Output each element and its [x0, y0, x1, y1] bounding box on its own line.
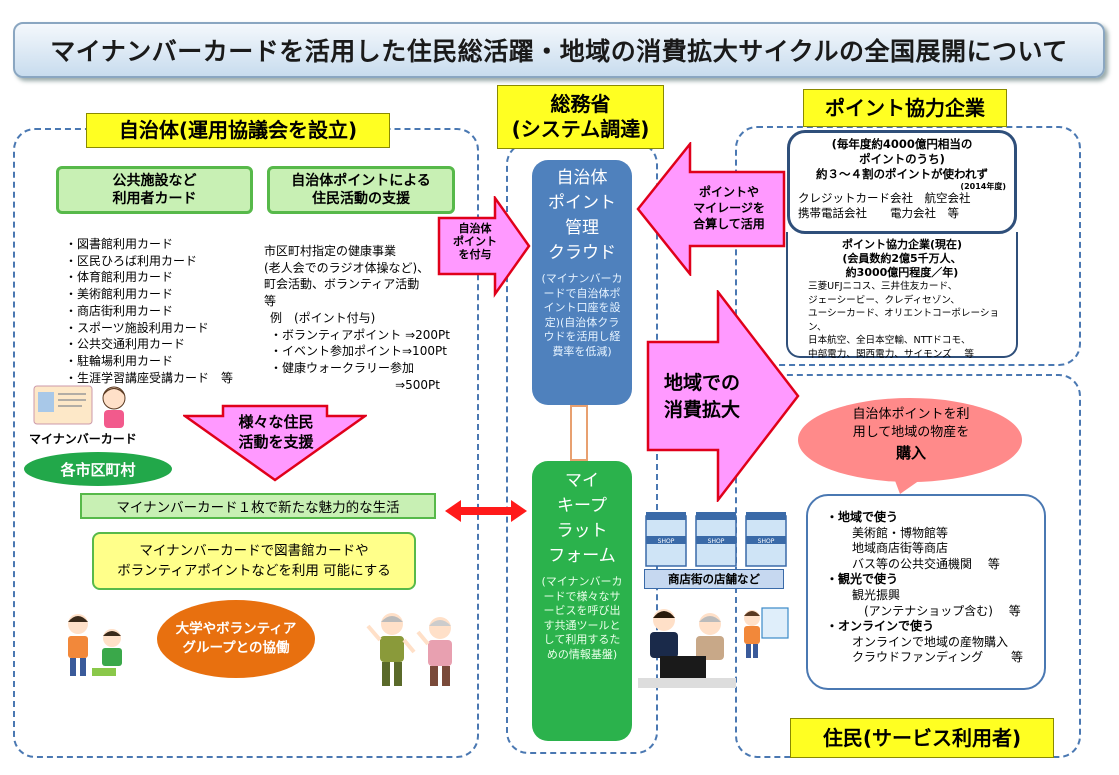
somusho-label: 総務省 (システム調達) — [497, 85, 664, 149]
company-current-panel: ポイント協力企業(現在) (会員数約2億5千万人、 約3000億円程度／年) 三… — [786, 232, 1018, 360]
point-grant-label: 自治体 ポイント を付与 — [453, 222, 497, 261]
purchase-bubble: 自治体ポイントを利 用して地域の物産を 購入 — [852, 407, 970, 462]
point-mileage-arrow — [636, 142, 786, 276]
purchase-bubble-shape — [798, 398, 1022, 494]
one-card-bar: マイナンバーカード１枚で新たな魅力的な生活 — [80, 493, 436, 519]
elderly-exercise-illustration — [366, 613, 452, 686]
uses-panel: ・地域で使う 美術館・博物館等 地域商店街等商店 バス等の公共交通機関 等 ・観… — [806, 494, 1046, 690]
public-facility-card-box: 公共施設など 利用者カード — [56, 166, 253, 214]
double-arrow — [445, 500, 527, 522]
list-item: ・公共交通利用カード — [65, 337, 186, 352]
company-point-panel: (毎年度約4000億円相当の ポイントのうち) 約３～４割のポイントが使われず … — [787, 130, 1017, 234]
list-item: ・図書館利用カード — [65, 237, 174, 251]
point-company-label: ポイント協力企業 — [803, 89, 1007, 127]
municipality-badge: 各市区町村 — [24, 452, 172, 486]
point-grant-arrow — [437, 196, 531, 298]
list-item: ・スポーツ施設利用カード — [65, 320, 209, 335]
use-tourism-heading: ・観光で使う — [826, 572, 899, 587]
point-mileage-label: ポイントや マイレージを 合算して活用 — [693, 185, 765, 231]
local-consumption-label: 地域での 消費拡大 — [663, 372, 740, 421]
jichitai-point-support-box: 自治体ポイントによる 住民活動の支援 — [267, 166, 455, 214]
list-item: ・商店街利用カード — [65, 303, 174, 318]
list-item: ・生涯学習講座受講カード 等 — [65, 370, 234, 385]
point-management-cloud: 自治体 ポイント 管理 クラウド (マイナンバーカードで自治体ポイント口座を設定… — [532, 160, 632, 405]
list-item: ・区民ひろば利用カード — [65, 253, 198, 268]
cloud-description: (マイナンバーカードで自治体ポイント口座を設定)(自治体クラウドを活用し経費率を… — [541, 272, 623, 358]
card-list: ・図書館利用カード ・区民ひろば利用カード ・体育館利用カード ・美術館利用カー… — [65, 236, 275, 386]
svg-text:SHOP: SHOP — [758, 538, 775, 545]
health-activities-text: 市区町村指定の健康事業 (老人会でのラジオ体操など)、 町会活動、ボランティア活… — [264, 244, 450, 392]
store-clerk-illustration — [638, 609, 736, 688]
children-illustration — [68, 614, 122, 676]
use-online-heading: ・オンラインで使う — [826, 619, 935, 634]
residents-label: 住民(サービス利用者) — [790, 718, 1054, 758]
mykey-platform: マイ キープ ラット フォーム (マイナンバーカードで様々なサービスを呼び出す共… — [532, 461, 632, 741]
local-consumption-arrow — [646, 290, 800, 502]
shops-caption: 商店街の店舗など — [644, 569, 784, 589]
shopper-illustration — [744, 607, 789, 658]
use-local-heading: ・地域で使う — [826, 510, 899, 524]
list-item: ・駐輪場利用カード — [65, 353, 174, 368]
platform-description: (マイナンバーカードで様々なサービスを呼び出す共通ツールとして利用するための情報… — [541, 575, 623, 661]
mynumber-card-illustration — [33, 385, 126, 428]
column-connector — [570, 405, 588, 461]
shops-illustration: SHOP SHOP SHOP — [645, 512, 787, 567]
activity-support-label: 様々な住民 活動を支援 — [238, 413, 314, 451]
activity-support-arrow — [183, 404, 367, 482]
library-card-box: マイナンバーカードで図書館カードや ボランティアポイントなどを利用 可能にする — [92, 532, 416, 590]
list-item: ・体育館利用カード — [65, 270, 174, 285]
svg-text:SHOP: SHOP — [658, 538, 675, 545]
list-item: ・美術館利用カード — [65, 287, 174, 302]
svg-text:SHOP: SHOP — [708, 538, 725, 545]
university-collab: 大学やボランティア グループとの協働 — [157, 600, 315, 678]
jichitai-label: 自治体(運用協議会を設立) — [86, 113, 390, 148]
page-title: マイナンバーカードを活用した住民総活躍・地域の消費拡大サイクルの全国展開について — [13, 22, 1105, 78]
mynumber-card-caption: マイナンバーカード — [29, 432, 137, 446]
